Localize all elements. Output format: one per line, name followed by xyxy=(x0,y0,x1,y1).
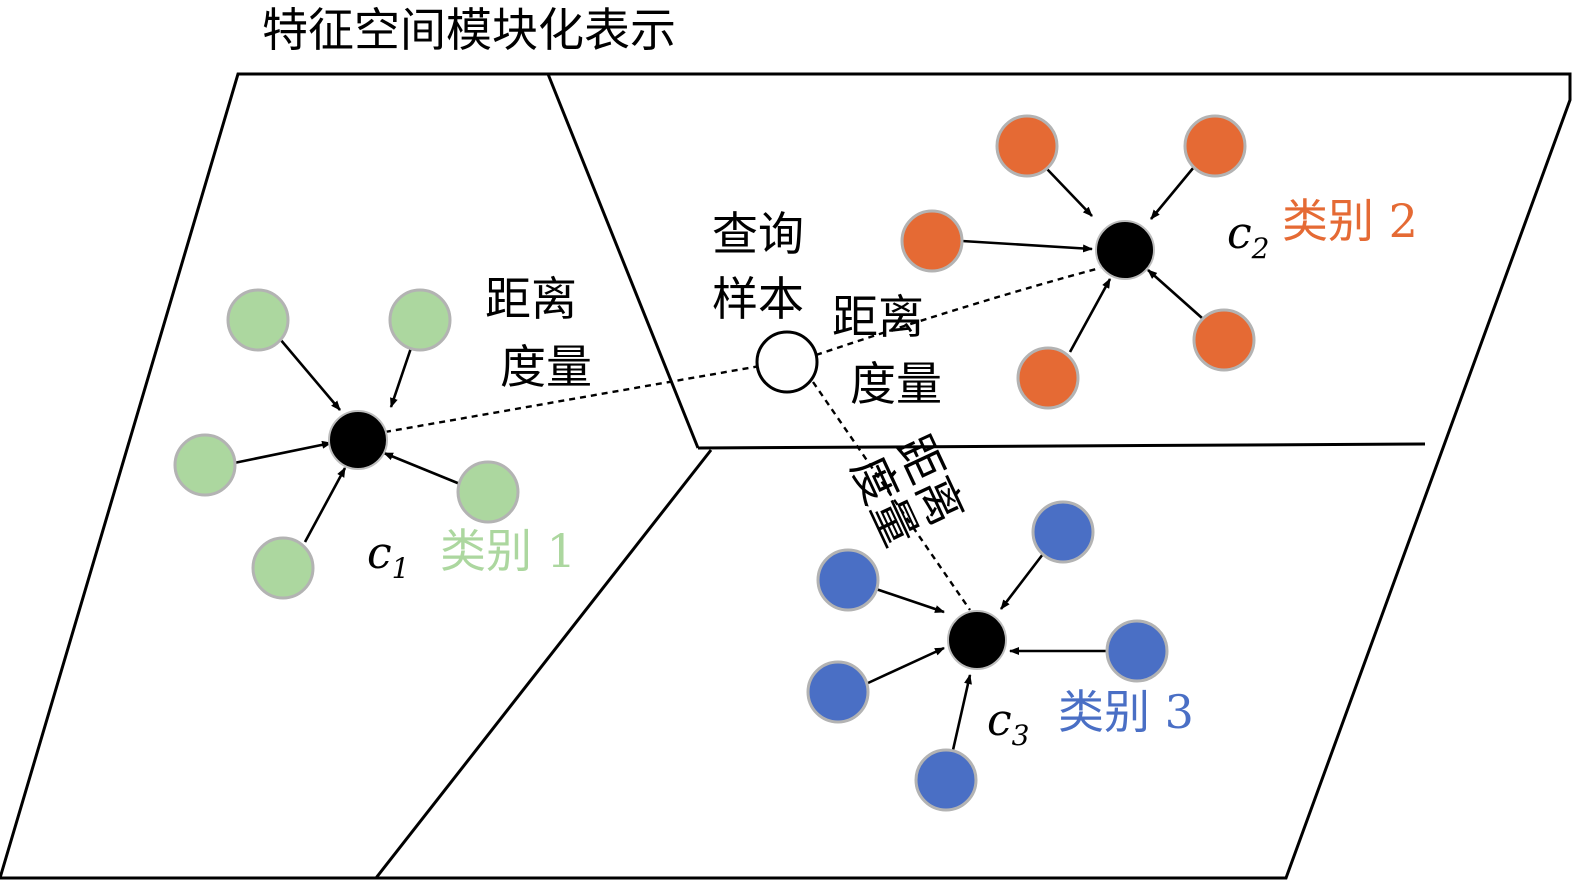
class-3-cluster: c3 类别 3 xyxy=(806,500,1194,812)
region-divider-middle xyxy=(697,442,1426,450)
sample-point xyxy=(1105,619,1169,683)
distance-label-2-line1: 距离 xyxy=(832,290,924,344)
arrow-c1-b xyxy=(389,347,413,408)
distance-labels: 距离 度量 距离 度量 距离 度量 xyxy=(485,272,974,554)
class-label-1: 类别 1 xyxy=(440,524,576,578)
sample-point xyxy=(900,209,964,273)
arrow-c2-b xyxy=(1149,166,1196,220)
query-sample-point xyxy=(755,330,819,394)
arrow-c1-c xyxy=(233,440,332,465)
sample-point xyxy=(251,536,315,600)
region-outer-frame xyxy=(0,72,1572,880)
diagram-title: 特征空间模块化表示 xyxy=(262,3,676,57)
centroid-c2 xyxy=(1095,220,1155,280)
arrow-c3-e xyxy=(951,674,972,751)
region-divider-top xyxy=(546,73,700,449)
sample-point xyxy=(914,748,978,812)
arrow-c1-a xyxy=(279,338,341,411)
sample-point xyxy=(1016,346,1080,410)
sample-point xyxy=(1031,500,1095,564)
region-boundaries xyxy=(0,72,1572,880)
centroid-label-c2: c2 xyxy=(1227,208,1269,265)
sample-point xyxy=(173,433,237,497)
arrow-c3-c xyxy=(867,646,945,685)
class-label-2: 类别 2 xyxy=(1282,194,1418,248)
sample-point xyxy=(816,548,880,612)
arrow-c2-a xyxy=(1046,168,1093,217)
arrow-c3-a xyxy=(875,587,945,614)
sample-point xyxy=(226,288,290,352)
distance-lines xyxy=(384,266,1101,611)
distance-label-2-line2: 度量 xyxy=(850,357,942,411)
arrow-c1-d xyxy=(383,451,461,486)
distance-label-1-line2: 度量 xyxy=(500,340,592,394)
arrow-c2-d xyxy=(1147,269,1203,319)
class-2-cluster: c2 类别 2 xyxy=(900,114,1418,410)
distance-line-class3 xyxy=(812,381,971,611)
sample-point xyxy=(456,460,520,524)
distance-line-class1 xyxy=(384,364,761,434)
class-1-cluster: c1 类别 1 xyxy=(173,288,576,600)
distance-label-1-line1: 距离 xyxy=(485,272,577,326)
query-sample-group: 查询 样本 xyxy=(712,207,819,394)
arrow-c1-e xyxy=(303,467,347,543)
arrow-c3-b xyxy=(999,553,1045,610)
query-label-line1: 查询 xyxy=(712,207,804,261)
sample-point xyxy=(806,660,870,724)
centroid-c1 xyxy=(328,410,388,470)
sample-point xyxy=(995,114,1059,178)
arrow-c2-c xyxy=(961,239,1093,253)
sample-point xyxy=(1183,114,1247,178)
class-label-3: 类别 3 xyxy=(1058,685,1194,739)
region-divider-bottom xyxy=(374,449,713,879)
query-label-line2: 样本 xyxy=(712,272,804,326)
centroid-label-c3: c3 xyxy=(987,695,1029,752)
arrow-c2-e xyxy=(1068,278,1112,353)
sample-point xyxy=(1192,308,1256,372)
centroid-label-c1: c1 xyxy=(367,528,409,585)
sample-point xyxy=(388,288,452,352)
centroid-c3 xyxy=(947,610,1007,670)
